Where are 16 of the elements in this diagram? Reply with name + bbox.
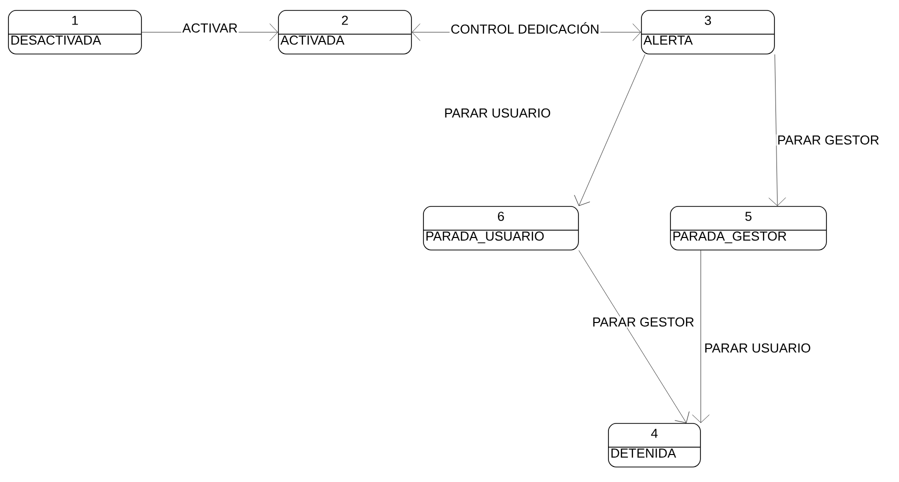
arrow [578,250,690,423]
state-box: 2 ACTIVADA [278,10,412,54]
state-box: 5 PARADA_GESTOR [670,206,827,250]
edge-label: PARAR GESTOR [776,134,880,146]
arrow [768,54,786,206]
state-box: 3 ALERTA [641,10,775,54]
edge-label: PARAR USUARIO [443,107,552,119]
edge-label: ACTIVAR [181,22,239,34]
arrow [692,250,710,423]
state-box: 1 DESACTIVADA [8,10,142,54]
edge-label: PARAR GESTOR [591,316,696,328]
edge-label: PARAR USUARIO [703,342,812,354]
state-box: 4 DETENIDA [608,423,701,468]
state-box: 6 PARADA_USUARIO [423,206,579,250]
arrow [574,54,646,206]
edge-label: CONTROL DEDICACIÓN [450,21,600,35]
